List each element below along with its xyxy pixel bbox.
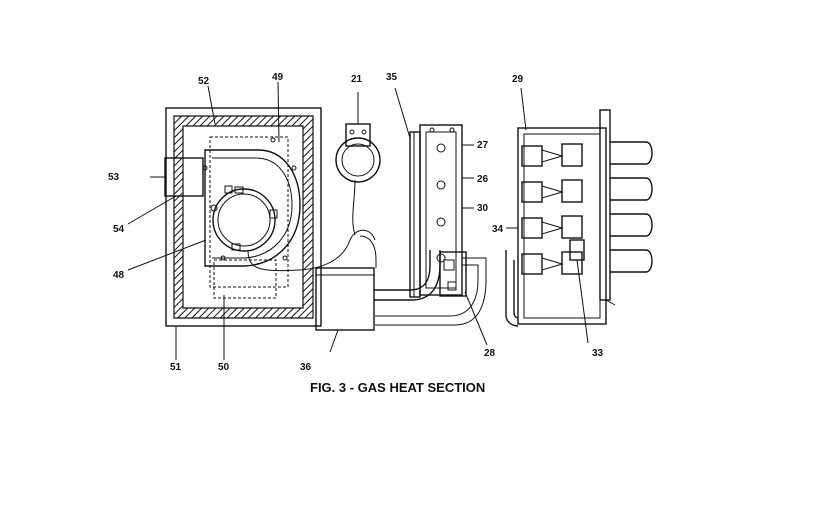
callout-52: 52: [198, 76, 210, 87]
figure-caption: FIG. 3 - GAS HEAT SECTION: [310, 380, 485, 395]
flue-outlet: [150, 157, 204, 197]
pressure-switch: [335, 92, 381, 183]
callout-33: 33: [592, 348, 604, 359]
callout-28: 28: [484, 348, 496, 359]
callout-53: 53: [108, 172, 120, 183]
leader-lines: [127, 81, 527, 360]
callout-51: 51: [170, 362, 182, 373]
callout-54: 54: [113, 224, 125, 235]
callout-34: 34: [492, 224, 504, 235]
callout-27: 27: [477, 140, 489, 151]
inducer-wire: [247, 229, 376, 272]
callout-26: 26: [477, 174, 489, 185]
vestibule-panel: [165, 107, 322, 327]
burner-assembly: [394, 87, 463, 298]
callout-49: 49: [272, 72, 284, 83]
gas-valve: [439, 251, 467, 297]
callout-35: 35: [386, 72, 398, 83]
callout-36: 36: [300, 362, 312, 373]
callout-21: 21: [351, 74, 363, 85]
callout-50: 50: [218, 362, 230, 373]
heat-exchanger: [505, 109, 653, 344]
inducer-blower: [202, 137, 301, 267]
control-box: [315, 267, 375, 353]
callout-29: 29: [512, 74, 524, 85]
callout-30: 30: [477, 203, 489, 214]
gas-pipe: [374, 250, 431, 291]
callout-48: 48: [113, 270, 125, 281]
